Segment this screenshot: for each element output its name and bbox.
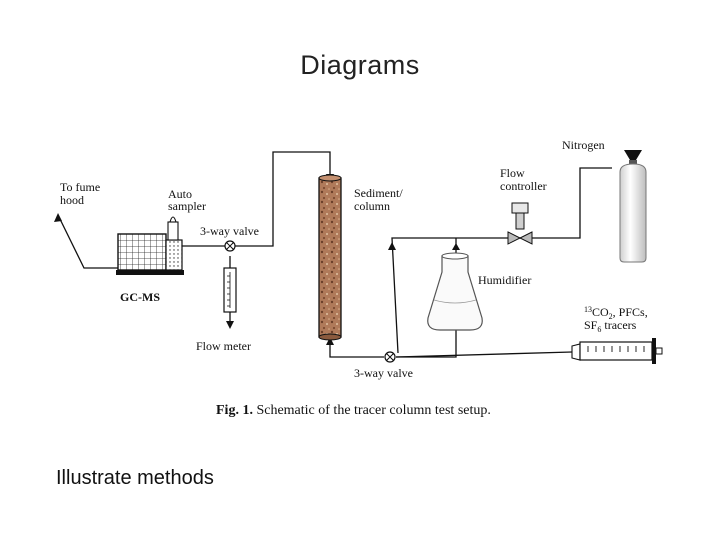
label-valve-top: 3-way valve <box>200 224 259 238</box>
label-flow-meter: Flow meter <box>196 339 251 353</box>
nitrogen-tank <box>619 150 647 263</box>
label-fume-hood-2: hood <box>60 193 84 207</box>
tracer-syringe <box>571 338 663 364</box>
three-way-valve-top <box>224 240 236 252</box>
slide-title: Diagrams <box>300 50 420 80</box>
label-gcms: GC-MS <box>120 290 160 304</box>
tracers-subscript-2: 2 <box>609 312 613 321</box>
sediment-column <box>318 174 342 341</box>
tracers-subscript-6: 6 <box>597 325 601 334</box>
figure-caption-text: Schematic of the tracer column test setu… <box>253 403 491 418</box>
diagram-labels: To fume hood Auto sampler GC-MS 3-way va… <box>60 138 648 380</box>
three-way-valve-bottom <box>384 351 396 363</box>
figure-caption: Fig. 1. Schematic of the tracer column t… <box>216 403 491 418</box>
tracers-co: CO <box>592 305 609 319</box>
flow-controller <box>507 202 533 245</box>
bottom-text: Illustrate methods <box>56 467 214 489</box>
label-sediment-2: column <box>354 199 390 213</box>
tracers-superscript: 13 <box>584 305 592 314</box>
arrow-humidifier-in <box>452 243 460 250</box>
tracers-sf: SF <box>584 318 598 332</box>
humidifier-flask <box>427 252 483 331</box>
label-flow-controller-2: controller <box>500 179 547 193</box>
arrow-to-bottom-valve <box>388 242 396 250</box>
arrow-from-column-bottom <box>326 337 334 345</box>
label-auto-sampler-2: sampler <box>168 199 206 213</box>
label-fume-hood-1: To fume <box>60 180 100 194</box>
label-auto-sampler-1: Auto <box>168 187 192 201</box>
flow-meter <box>223 267 237 313</box>
label-humidifier: Humidifier <box>478 273 531 287</box>
gcms-instrument <box>116 216 184 275</box>
label-sediment-1: Sediment/ <box>354 186 403 200</box>
tracers-pfcs: , PFCs, <box>613 305 648 319</box>
label-flow-controller-1: Flow <box>500 166 525 180</box>
arrow-flow-meter-out <box>226 321 234 329</box>
label-tracers-line-2: SF6 tracers <box>584 318 637 334</box>
label-valve-bottom: 3-way valve <box>354 366 413 380</box>
figure-caption-label: Fig. 1. <box>216 403 253 418</box>
label-tracers-line-1: 13CO2, PFCs, <box>584 305 648 321</box>
label-nitrogen: Nitrogen <box>562 138 605 152</box>
tracers-tracers: tracers <box>601 318 636 332</box>
arrow-to-fume-hood <box>54 213 62 222</box>
